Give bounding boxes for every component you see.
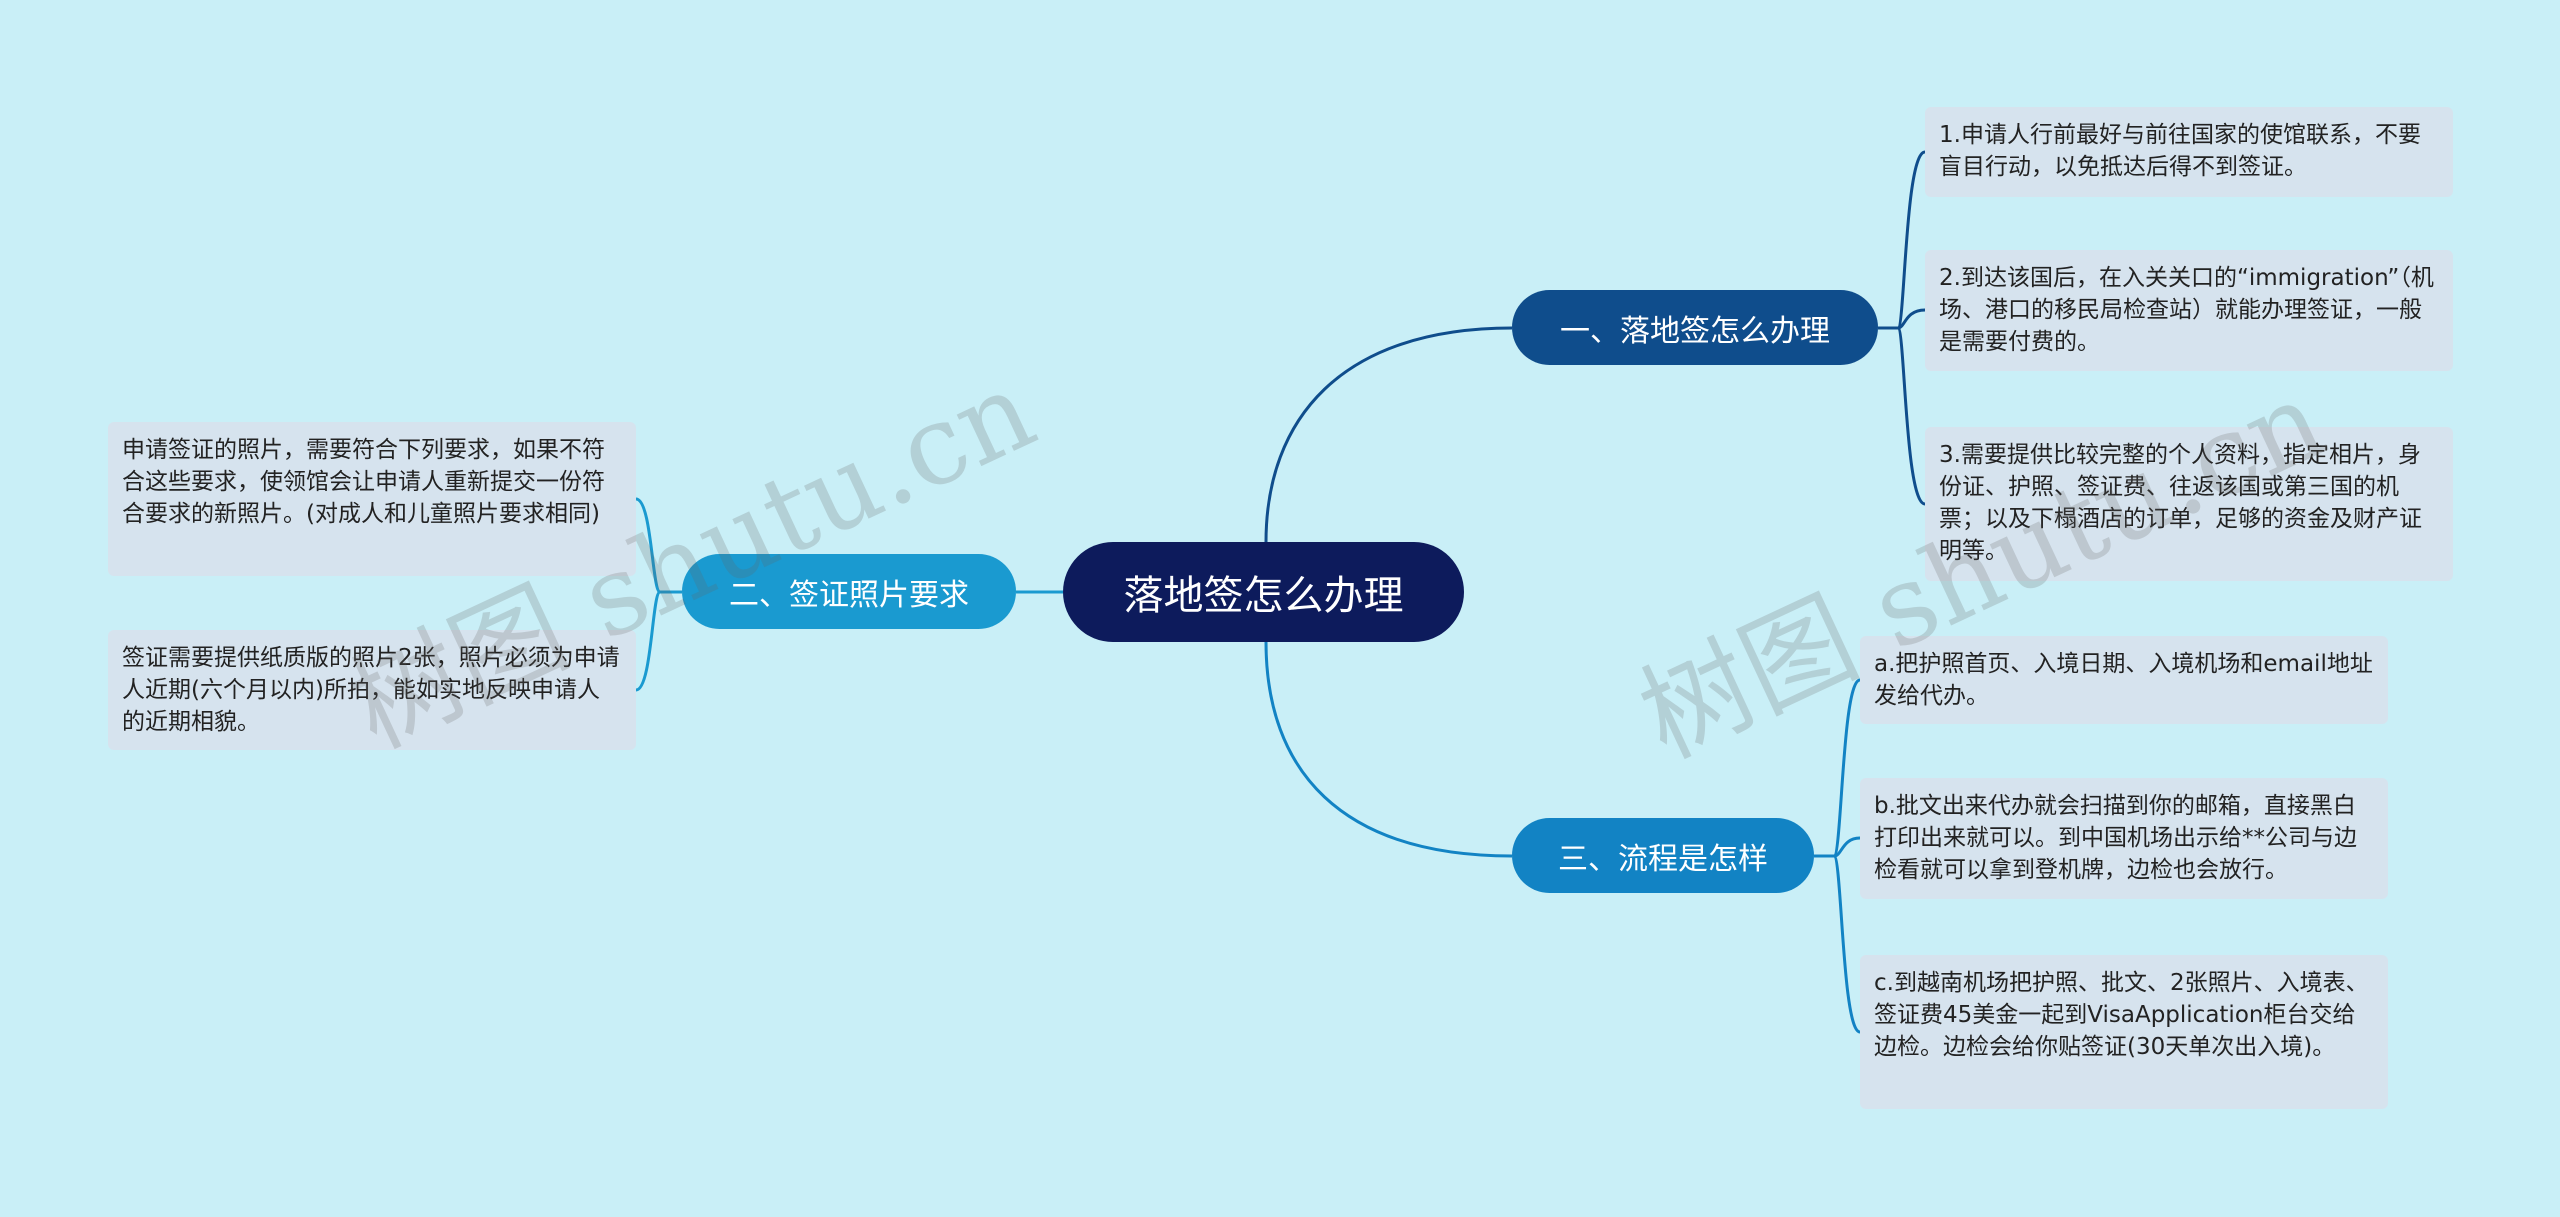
leaf-node[interactable]: 2.到达该国后，在入关关口的“immigration”（机场、港口的移民局检查站… (1925, 250, 2453, 371)
branch-node-visa-on-arrival[interactable]: 一、落地签怎么办理 (1512, 290, 1878, 365)
link-branch2-leaf1 (635, 497, 682, 594)
link-branch3-leaf3 (1814, 854, 1861, 1034)
leaf-node[interactable]: c.到越南机场把护照、批文、2张照片、入境表、签证费45美金一起到VisaApp… (1860, 955, 2388, 1109)
link-root-branch3 (1264, 641, 1513, 858)
link-root-branch1 (1264, 326, 1513, 543)
link-branch3-leaf1 (1814, 678, 1861, 858)
leaf-node[interactable]: 1.申请人行前最好与前往国家的使馆联系，不要盲目行动，以免抵达后得不到签证。 (1925, 107, 2453, 197)
link-branch1-leaf1 (1878, 150, 1926, 330)
leaf-node[interactable]: a.把护照首页、入境日期、入境机场和email地址发给代办。 (1860, 636, 2388, 724)
link-branch2-leaf2 (635, 590, 682, 692)
root-node[interactable]: 落地签怎么办理 (1063, 542, 1464, 642)
leaf-node[interactable]: 3.需要提供比较完整的个人资料，指定相片，身份证、护照、签证费、往返该国或第三国… (1925, 427, 2453, 581)
branch-node-process[interactable]: 三、流程是怎样 (1512, 818, 1814, 893)
leaf-node[interactable]: b.批文出来代办就会扫描到你的邮箱，直接黑白打印出来就可以。到中国机场出示给**… (1860, 778, 2388, 899)
link-branch1-leaf3 (1878, 326, 1926, 506)
branch-node-photo-requirements[interactable]: 二、签证照片要求 (682, 554, 1016, 629)
leaf-node[interactable]: 签证需要提供纸质版的照片2张，照片必须为申请人近期(六个月以内)所拍，能如实地反… (108, 630, 636, 750)
leaf-node[interactable]: 申请签证的照片，需要符合下列要求，如果不符合这些要求，使领馆会让申请人重新提交一… (108, 422, 636, 576)
